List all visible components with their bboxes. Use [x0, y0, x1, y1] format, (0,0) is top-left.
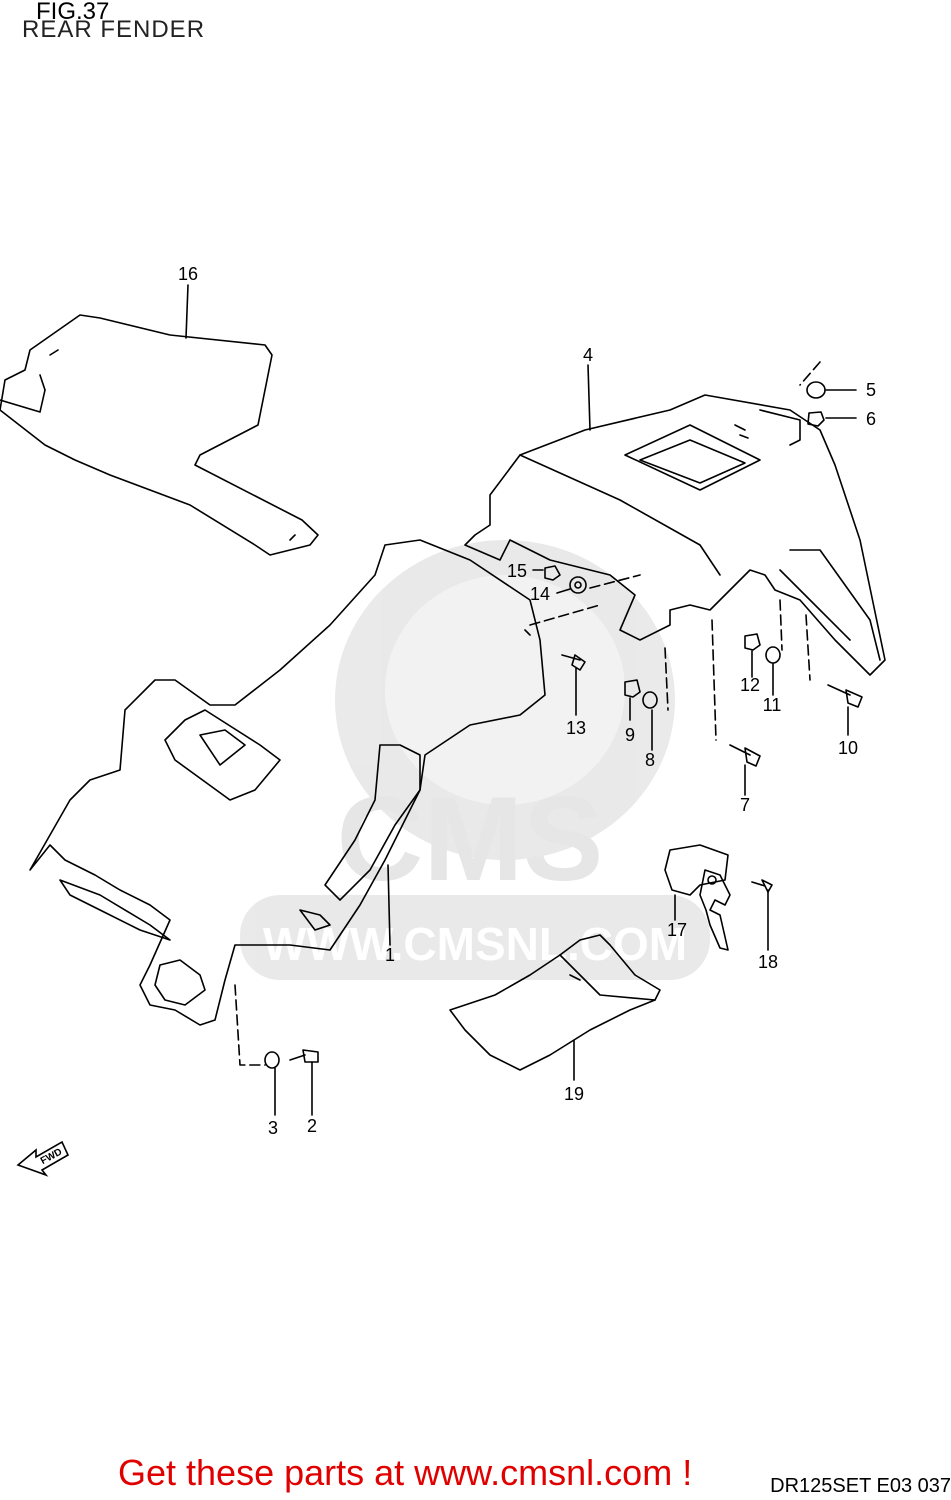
part-13-bolt — [561, 654, 586, 671]
fwd-arrow-icon: FWD — [16, 1140, 70, 1177]
part-9-nut — [624, 679, 641, 698]
figure-subtitle: REAR FENDER — [22, 16, 206, 43]
part-4-rear-fender — [464, 394, 886, 676]
label-13: 13 — [566, 718, 586, 738]
label-10: 10 — [838, 738, 858, 758]
part-5-grommet — [806, 381, 826, 399]
part-labels: 16 4 5 6 15 14 13 9 8 7 12 11 10 1 17 18… — [178, 264, 876, 1138]
part-14-washer — [569, 576, 587, 594]
part-6-nut — [807, 411, 825, 427]
watermark-brand: CMS — [337, 772, 604, 906]
label-5: 5 — [866, 380, 876, 400]
label-18: 18 — [758, 952, 778, 972]
part-2-screw — [289, 1049, 319, 1063]
part-10-bolt — [827, 684, 863, 708]
label-1: 1 — [385, 945, 395, 965]
part-3-washer — [264, 1051, 280, 1069]
label-8: 8 — [645, 750, 655, 770]
part-8-washer — [642, 691, 658, 709]
label-19: 19 — [564, 1084, 584, 1104]
label-14: 14 — [530, 584, 550, 604]
label-17: 17 — [667, 920, 687, 940]
label-4: 4 — [583, 345, 593, 365]
part-12-nut — [744, 633, 761, 651]
part-1-rear-fender-main — [29, 539, 546, 1026]
assembly-lines — [234, 361, 821, 1066]
part-11-washer — [765, 646, 781, 664]
label-6: 6 — [866, 409, 876, 429]
part-15-nut — [544, 565, 561, 581]
label-12: 12 — [740, 675, 760, 695]
part-7-bolt — [729, 744, 761, 767]
leader-lines — [185, 284, 857, 1116]
label-11: 11 — [763, 695, 782, 715]
label-9: 9 — [625, 725, 635, 745]
label-3: 3 — [268, 1118, 278, 1138]
part-18-screw — [751, 879, 773, 893]
part-17-seat-lock — [664, 844, 731, 951]
part-19-tool-bag — [449, 934, 661, 1071]
part-16-plate — [0, 314, 319, 556]
figure-title: FIG.37 — [36, 0, 110, 25]
label-15: 15 — [507, 561, 527, 581]
model-code: DR125SET E03 037 — [770, 1475, 951, 1497]
label-2: 2 — [307, 1116, 317, 1136]
label-7: 7 — [740, 795, 750, 815]
watermark: CMS WWW.CMSNL.COM — [240, 540, 710, 980]
footer-link[interactable]: Get these parts at www.cmsnl.com ! — [118, 1452, 693, 1493]
label-16: 16 — [178, 264, 198, 284]
